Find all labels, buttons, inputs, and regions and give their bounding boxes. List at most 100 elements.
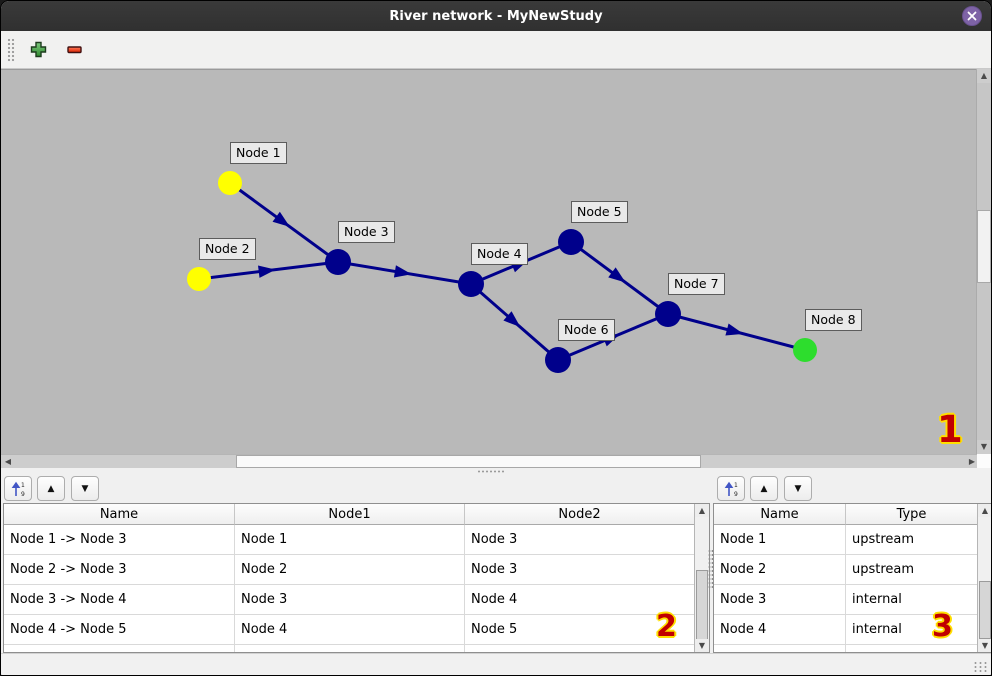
scroll-down-icon: ▼ (981, 640, 989, 650)
edge-arrow-icon (503, 311, 521, 328)
table-cell[interactable]: Node 2 (714, 555, 846, 585)
scroll-up-button[interactable]: ▲ (695, 504, 709, 517)
canvas-horizontal-scrollbar[interactable]: ◀ ▶ (1, 454, 979, 469)
horizontal-splitter[interactable] (1, 468, 991, 475)
nodes-scrollbar-thumb[interactable] (979, 581, 991, 639)
river-node[interactable] (655, 301, 681, 327)
scroll-down-button[interactable]: ▼ (695, 639, 709, 652)
svg-text:9: 9 (21, 491, 25, 497)
table-cell[interactable]: upstream (846, 525, 978, 555)
scroll-down-icon: ▼ (698, 640, 706, 650)
table-cell[interactable]: Node 2 (235, 555, 465, 585)
scroll-left-button[interactable]: ◀ (1, 455, 15, 469)
table-cell[interactable]: internal (846, 615, 978, 645)
river-node[interactable] (187, 267, 211, 291)
river-node[interactable] (218, 171, 242, 195)
scroll-down-button[interactable]: ▼ (978, 639, 991, 652)
column-header[interactable]: Name (4, 504, 235, 525)
table-cell[interactable]: Node 4 (714, 615, 846, 645)
column-header[interactable]: Node1 (235, 504, 465, 525)
horizontal-scrollbar-thumb[interactable] (236, 455, 701, 468)
table-cell[interactable]: Node 3 (465, 555, 695, 585)
scroll-down-button[interactable]: ▼ (977, 440, 991, 454)
table-cell[interactable]: Node 1 -> Node 3 (4, 525, 235, 555)
river-node[interactable] (793, 338, 817, 362)
vertical-scrollbar-thumb[interactable] (977, 210, 991, 283)
links-sort-button[interactable]: 1 9 (4, 476, 32, 501)
node-label[interactable]: Node 2 (199, 238, 256, 260)
nodes-move-down-button[interactable]: ▼ (784, 476, 812, 501)
column-header[interactable]: Node2 (465, 504, 695, 525)
links-scrollbar-thumb[interactable] (696, 570, 708, 642)
table-cell[interactable]: Node 3 (714, 585, 846, 615)
river-node[interactable] (325, 249, 351, 275)
table-cell[interactable]: Node 4 (235, 615, 465, 645)
table-cell[interactable]: upstream (846, 555, 978, 585)
column-header[interactable]: Name (714, 504, 846, 525)
table-cell[interactable]: Node 1 (235, 525, 465, 555)
close-button[interactable] (962, 6, 982, 26)
table-cell[interactable]: Node 4 (465, 585, 695, 615)
canvas-vertical-scrollbar[interactable]: ▲ ▼ (976, 69, 991, 454)
plus-icon (30, 41, 46, 58)
node-label[interactable]: Node 5 (571, 201, 628, 223)
table-cell[interactable]: Node 4 -> Node 5 (4, 615, 235, 645)
links-table-scrollbar[interactable]: ▲ ▼ (694, 504, 709, 652)
table-cell[interactable] (714, 645, 846, 652)
node-label[interactable]: Node 7 (668, 273, 725, 295)
table-cell[interactable] (465, 645, 695, 652)
river-node[interactable] (545, 347, 571, 373)
nodes-sort-button[interactable]: 1 9 (717, 476, 745, 501)
node-label[interactable]: Node 6 (558, 319, 615, 341)
pane-splitter-handle[interactable] (708, 549, 714, 589)
add-node-button[interactable] (25, 37, 51, 63)
edge-arrow-icon (725, 323, 744, 336)
table-cell[interactable] (846, 645, 978, 652)
node-label[interactable]: Node 4 (471, 243, 528, 265)
svg-text:1: 1 (21, 482, 25, 489)
table-row[interactable] (4, 645, 695, 652)
table-cell[interactable] (4, 645, 235, 652)
toolbar-drag-handle[interactable] (7, 37, 15, 62)
table-cell[interactable]: Node 5 (465, 615, 695, 645)
resize-grip-icon[interactable] (973, 661, 987, 673)
river-network-canvas[interactable]: Node 1 Node 2 Node 3 Node 4 Node 5 Node 6 Node… (1, 69, 978, 454)
move-up-icon: ▲ (47, 483, 55, 494)
links-move-down-button[interactable]: ▼ (71, 476, 99, 501)
table-cell[interactable]: Node 3 -> Node 4 (4, 585, 235, 615)
river-node[interactable] (558, 229, 584, 255)
links-move-up-button[interactable]: ▲ (37, 476, 65, 501)
table-cell[interactable]: Node 3 (235, 585, 465, 615)
nodes-move-up-button[interactable]: ▲ (750, 476, 778, 501)
table-cell[interactable]: Node 2 -> Node 3 (4, 555, 235, 585)
nodes-table-scrollbar[interactable]: ▲ ▼ (977, 504, 991, 652)
river-node[interactable] (458, 271, 484, 297)
table-cell[interactable] (235, 645, 465, 652)
move-up-icon: ▲ (760, 483, 768, 494)
remove-node-button[interactable] (61, 37, 87, 63)
table-row[interactable] (714, 645, 978, 652)
table-cell[interactable]: Node 1 (714, 525, 846, 555)
node-label[interactable]: Node 3 (338, 221, 395, 243)
scroll-up-button[interactable]: ▲ (977, 69, 991, 83)
node-label[interactable]: Node 1 (230, 142, 287, 164)
column-header[interactable]: Type (846, 504, 978, 525)
node-label[interactable]: Node 8 (805, 309, 862, 331)
table-cell[interactable]: Node 3 (465, 525, 695, 555)
table-cell[interactable]: internal (846, 585, 978, 615)
splitter-grip-icon (477, 470, 505, 473)
scroll-up-button[interactable]: ▲ (978, 504, 991, 517)
scroll-right-button[interactable]: ▶ (965, 455, 979, 469)
